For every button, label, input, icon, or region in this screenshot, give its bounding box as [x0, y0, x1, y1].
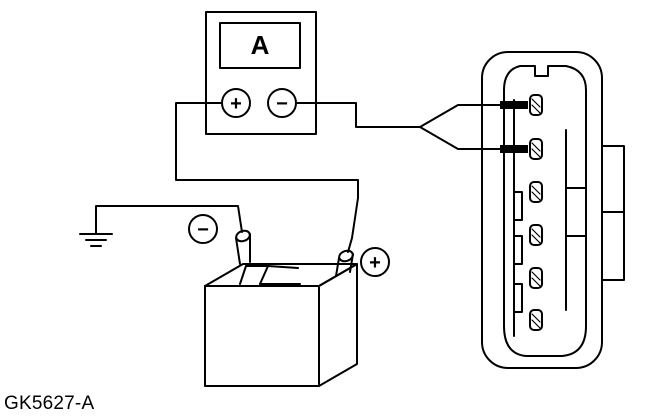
probe-lower	[500, 145, 528, 153]
wire-meter-negative-to-connector	[295, 102, 421, 128]
pin-1	[529, 94, 543, 116]
battery-negative-label: −	[197, 219, 209, 241]
pin-4	[529, 224, 543, 246]
pin-5	[529, 267, 543, 289]
battery-negative-marker-circle	[188, 214, 218, 244]
wire-battery-negative-to-ground	[95, 205, 243, 235]
wire-split-upper	[419, 104, 503, 128]
ground-icon	[79, 233, 113, 247]
wire-split-lower	[419, 126, 503, 150]
battery-positive-label: +	[369, 252, 381, 274]
meter-negative-label: −	[276, 93, 288, 115]
probe-upper	[500, 101, 528, 109]
figure-code: GK5627-A	[4, 393, 95, 414]
pin-3	[529, 181, 543, 203]
pin-2	[529, 138, 543, 160]
meter-positive-label: +	[230, 93, 242, 115]
pin-6	[529, 309, 543, 331]
connector-body	[481, 51, 603, 369]
meter-display	[219, 22, 301, 69]
connector-icon	[481, 51, 625, 369]
meter-body	[205, 11, 317, 135]
meter-display-label: A	[251, 30, 270, 60]
battery-positive-marker-circle	[360, 247, 390, 277]
wire-meter-positive-to-battery-positive	[175, 102, 359, 253]
battery-icon	[188, 214, 390, 387]
